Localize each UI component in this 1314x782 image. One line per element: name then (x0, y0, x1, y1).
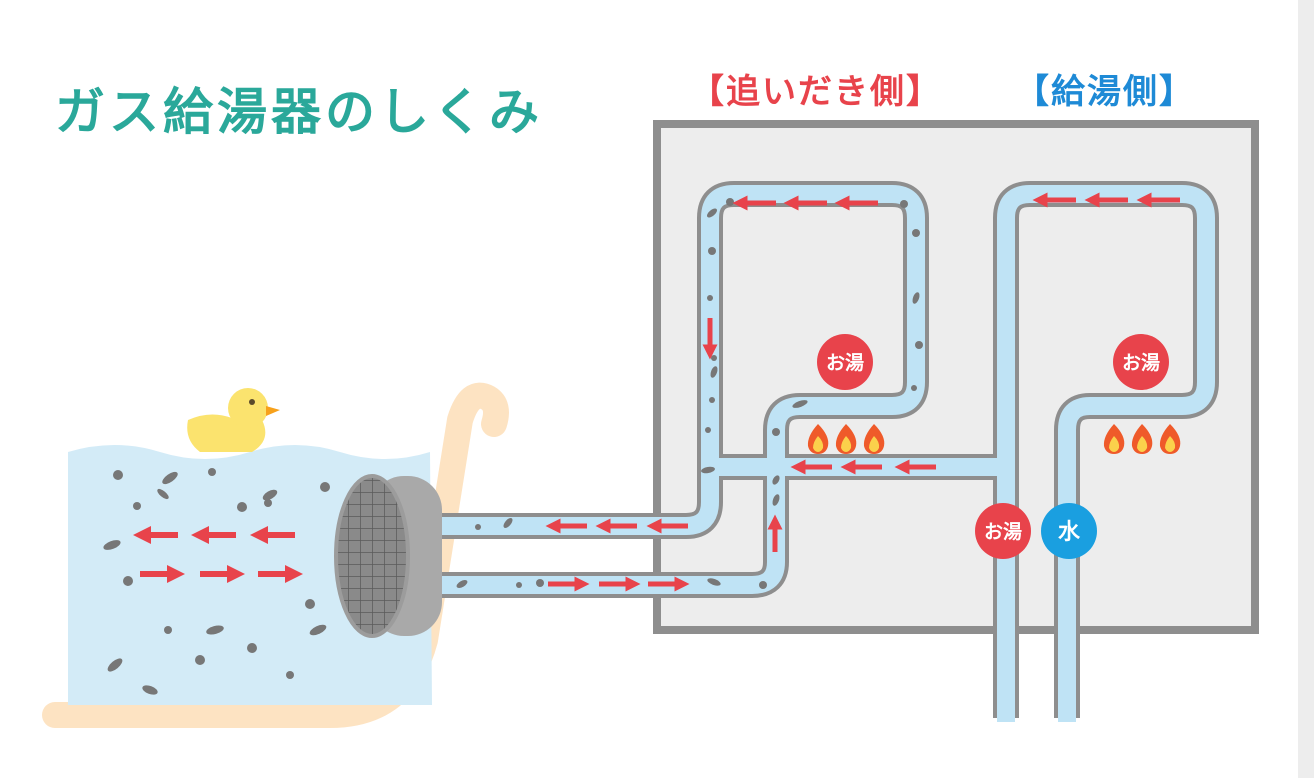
bathtub-rim (42, 382, 509, 728)
bath-debris (103, 468, 330, 695)
pipe-flow-arrows (545, 192, 1180, 592)
inlet-water-badge: 水 (1041, 503, 1097, 559)
supply-side-label: 【給湯側】 (1015, 72, 1195, 112)
page-scrollbar[interactable] (1298, 0, 1314, 778)
supply-loop-pipe (997, 185, 1215, 722)
inlet-water-badge-label: 水 (1058, 520, 1081, 545)
supply-hot-badge: お湯 (1113, 334, 1169, 390)
pipe-debris (456, 198, 923, 589)
diagram-title: ガス給湯器のしくみ (55, 83, 543, 141)
reheat-hot-badge: お湯 (817, 334, 873, 390)
bath-flow-arrows (133, 526, 303, 583)
supply-burner-flames-icon (1103, 424, 1181, 454)
outlet-hot-badge-label: お湯 (984, 521, 1022, 543)
reheat-burner-flames-icon (807, 424, 885, 454)
rubber-duck-icon (187, 388, 280, 452)
supply-hot-badge-label: お湯 (1122, 352, 1160, 374)
circulation-filter (334, 474, 442, 638)
reheat-side-label: 【追いだき側】 (690, 72, 942, 112)
outlet-hot-badge: お湯 (975, 503, 1031, 559)
reheat-hot-badge-label: お湯 (826, 352, 864, 374)
